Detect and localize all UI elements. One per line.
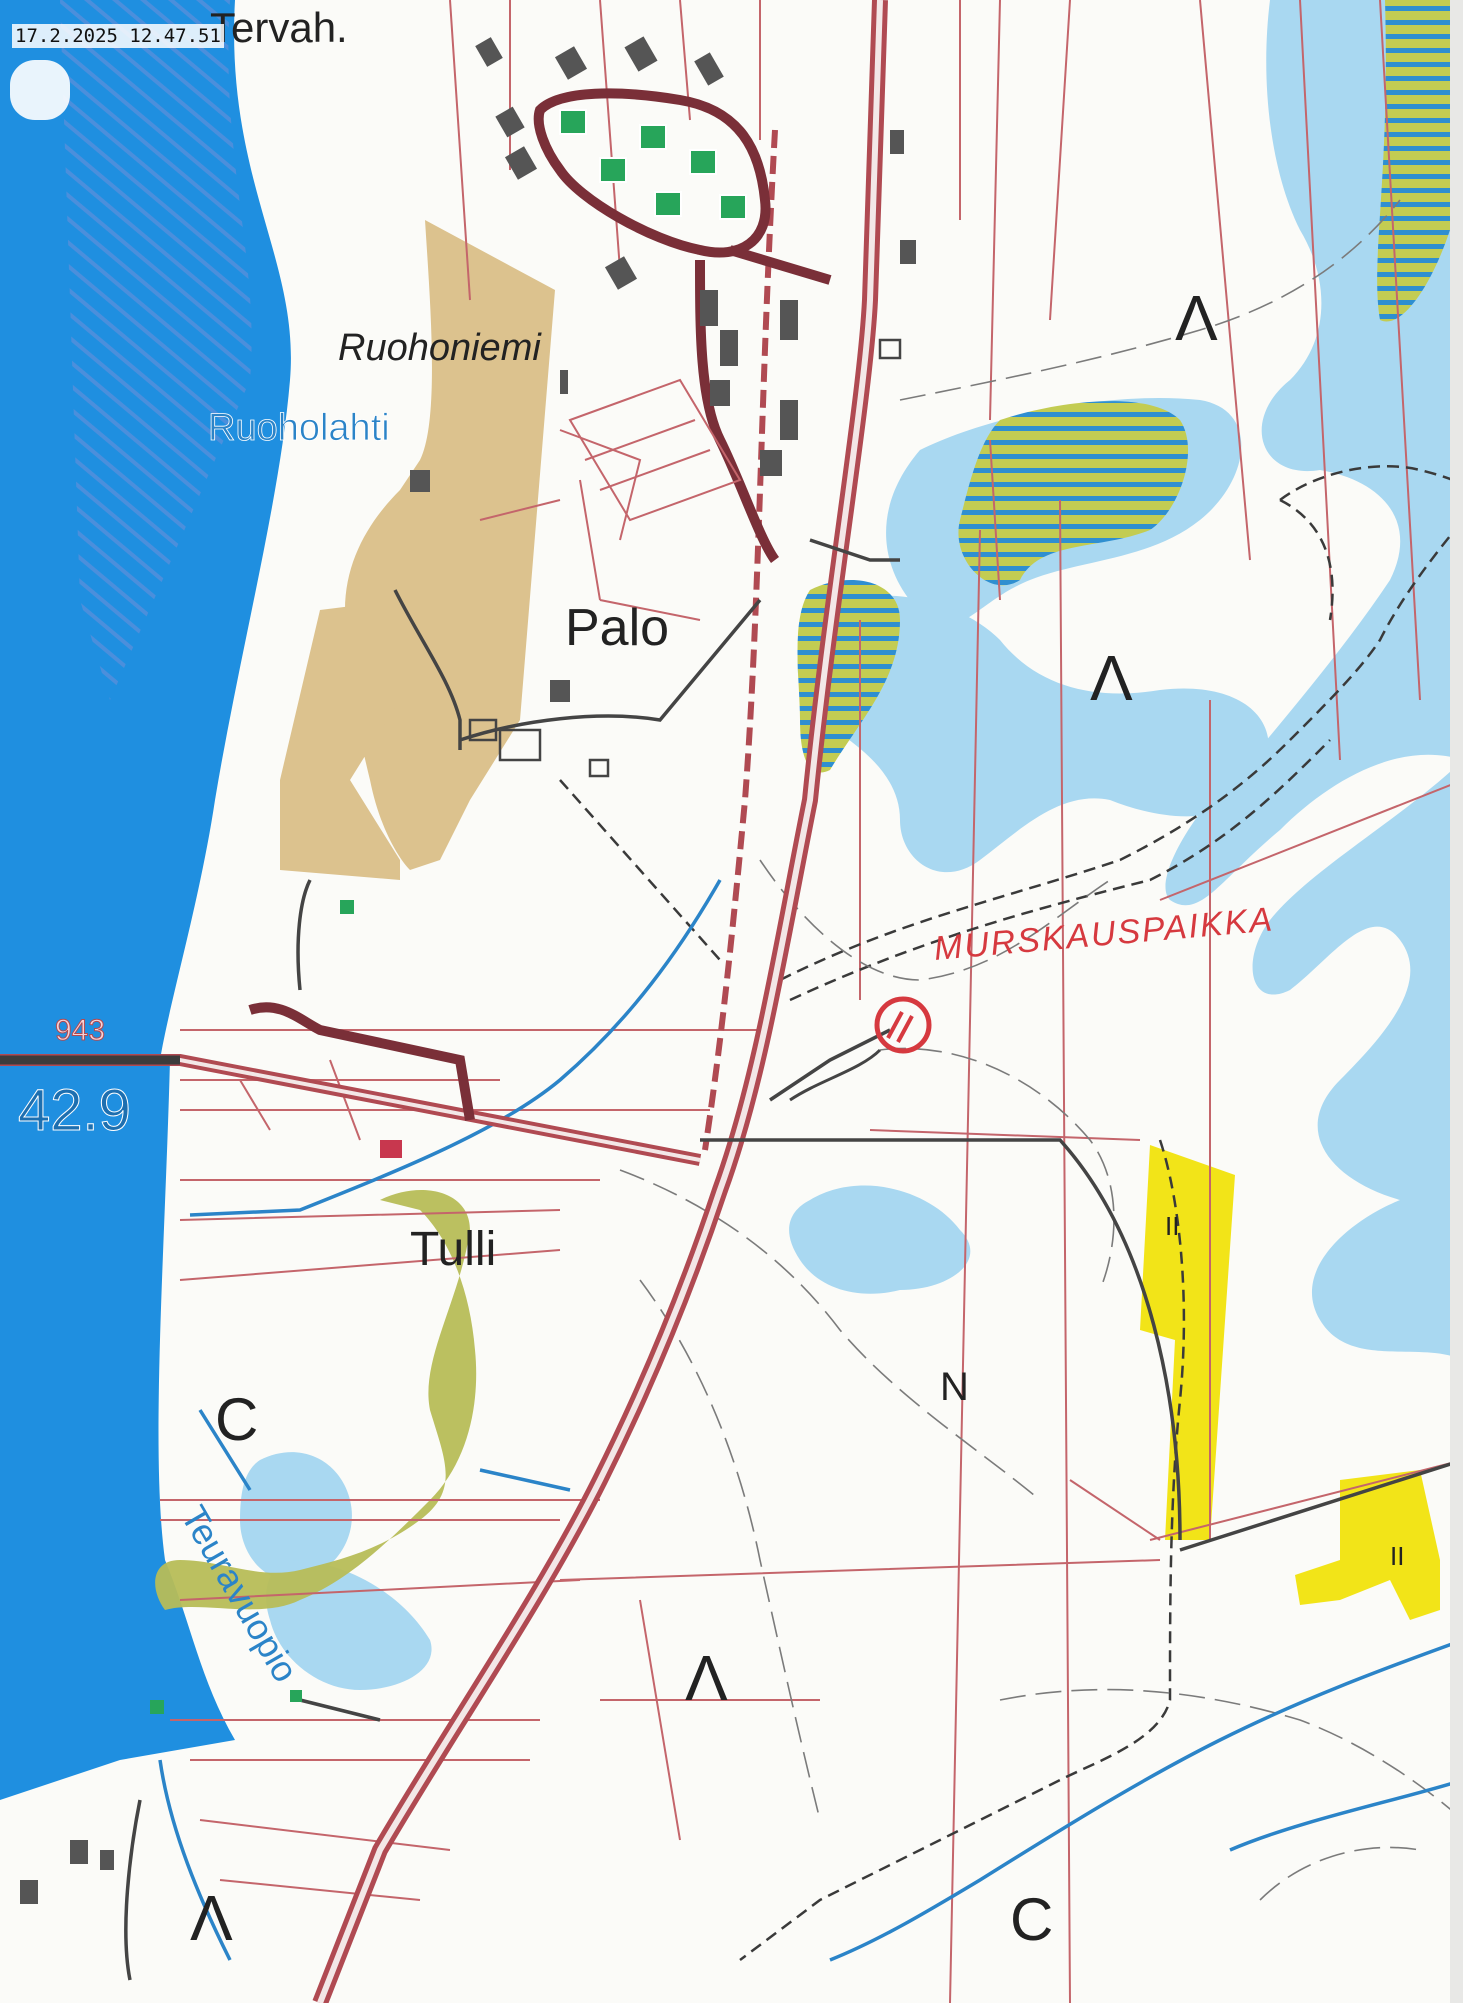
buildings (20, 36, 916, 1904)
contours (619, 199, 1463, 1901)
terrain-symbol: C (1010, 1886, 1053, 1953)
railway (702, 129, 778, 1151)
wetland (789, 1185, 971, 1294)
bog-striped (958, 401, 1189, 586)
terrain-symbol: Λ (1175, 282, 1218, 354)
terrain-symbol: Λ (1090, 642, 1133, 714)
yellow-area (1295, 1470, 1440, 1620)
field (280, 600, 400, 880)
handwritten-note: MURSKAUSPAIKKA (932, 900, 1275, 968)
water-level-label: 42.9 (18, 1078, 131, 1143)
village-roads (248, 88, 832, 1121)
sports-fields (568, 378, 742, 522)
lake-hatch-zone (60, 0, 252, 700)
outline-buildings (468, 338, 902, 778)
road-number-label: 943 (55, 1014, 105, 1047)
lake-area-south2 (0, 1560, 235, 1800)
print-timestamp: 17.2.2025 12.47.51 (12, 24, 224, 48)
wetland (1252, 760, 1463, 1360)
lake-area-south (0, 1060, 170, 1560)
main-road (0, 0, 888, 2003)
streams (158, 879, 1463, 1962)
wetland (240, 1452, 352, 1580)
yellow-area (1140, 1145, 1235, 1540)
terrain-symbol: II (1165, 1211, 1179, 1241)
place-label-tulli: Tulli (410, 1223, 496, 1276)
terrain-symbol: II (1390, 1541, 1404, 1571)
tracks (124, 538, 1463, 1981)
water-label-ruoholahti: Ruoholahti (208, 407, 390, 449)
terrain-symbol: C (215, 1386, 258, 1453)
place-label-palo: Palo (565, 599, 669, 657)
green-buildings (559, 109, 747, 220)
terrain-symbol: N (940, 1365, 969, 1409)
terrain-symbol: Λ (190, 1882, 233, 1954)
field (345, 220, 555, 870)
meadow (155, 1190, 477, 1610)
wetland (797, 595, 1269, 873)
place-label-ruohoniemi: Ruohoniemi (338, 327, 542, 369)
bog-striped (1377, 0, 1450, 322)
terrain-symbol: Λ (685, 1642, 728, 1714)
property-lines (160, 0, 1463, 2003)
place-label-tervah: Tervah. (210, 4, 348, 51)
crushing-site-marker-icon (789, 996, 932, 1102)
